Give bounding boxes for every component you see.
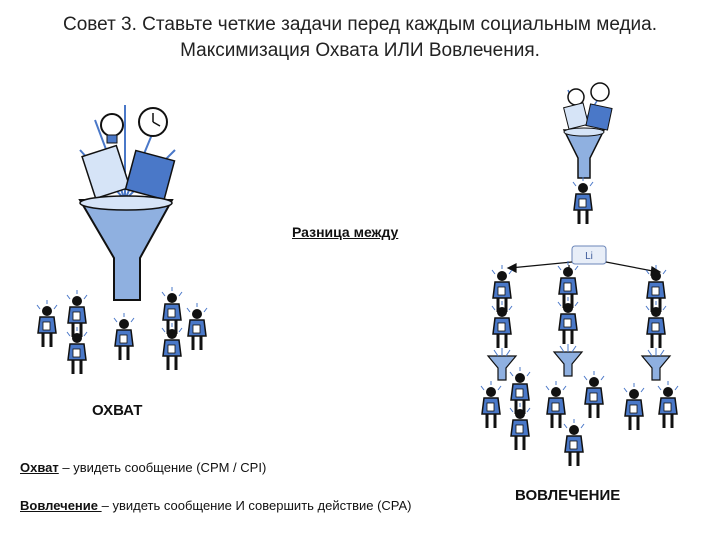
engagement-label: ВОВЛЕЧЕНИЕ <box>515 487 621 504</box>
title-line-1: Совет 3. Ставьте четкие задачи перед каж… <box>62 14 658 35</box>
engagement-third-level <box>479 365 680 468</box>
engagement-illustration: Li <box>479 82 680 468</box>
lightbulb-icon <box>567 88 585 106</box>
engagement-second-level <box>487 259 671 381</box>
engagement-top-funnel <box>562 82 613 179</box>
like-badge-text: Li <box>585 251 593 262</box>
lightbulb-icon <box>100 113 124 137</box>
like-badge <box>571 245 607 265</box>
ideas-burst <box>79 105 176 201</box>
engagement-definition: Вовлечение – увидеть сообщение И соверши… <box>20 498 412 513</box>
clock-icon <box>590 82 610 102</box>
engagement-description: – увидеть сообщение И совершить действие… <box>101 498 412 513</box>
reach-description: – увидеть сообщение (CPM / CPI) <box>58 460 267 475</box>
reach-funnel <box>78 199 174 301</box>
reach-term: Охват <box>20 460 59 475</box>
title-line-2: Максимизация Охвата ИЛИ Вовлечения. <box>180 40 540 61</box>
reach-funnel-illustration <box>35 105 209 376</box>
page-title: Совет 3. Ставьте четкие задачи перед каж… <box>0 12 720 64</box>
engagement-term: Вовлечение <box>20 498 102 513</box>
reach-label: ОХВАТ <box>92 402 143 419</box>
difference-label: Разница между <box>292 224 399 240</box>
reach-definition: Охват – увидеть сообщение (CPM / CPI) <box>20 460 266 475</box>
